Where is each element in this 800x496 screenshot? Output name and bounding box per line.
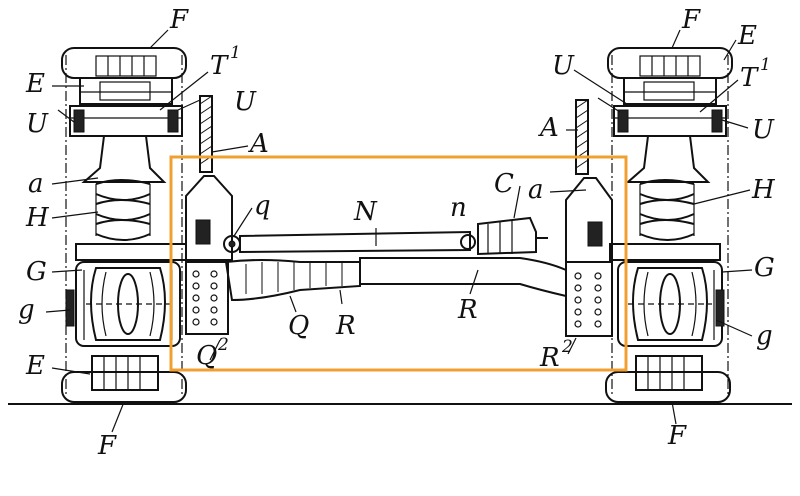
right-wheel-assembly: [597, 47, 749, 403]
connector-C: [460, 216, 548, 256]
label-U: U: [552, 51, 575, 81]
knuckle-left: [185, 175, 233, 261]
label-T1: T: [740, 63, 759, 93]
plate-A-right: [575, 99, 589, 175]
lower-tire-right: [605, 371, 731, 403]
pin-n: [460, 234, 476, 250]
label-U: U: [26, 109, 49, 139]
label-R: R: [335, 311, 356, 341]
label-A: A: [538, 113, 559, 143]
rivet-plate-left: [185, 261, 229, 335]
coil-spring-right: [639, 179, 695, 241]
label-R2-sup: 2: [561, 337, 573, 357]
label-F: F: [681, 5, 701, 35]
bolt-right-2: [711, 109, 723, 133]
label-T1: T: [210, 51, 229, 81]
upper-plate-left: [69, 105, 183, 137]
label-U: U: [234, 87, 257, 117]
label-Q2-sup: 2: [217, 335, 229, 355]
label-E: E: [25, 351, 45, 381]
stem-right: [625, 135, 711, 183]
label-q: q: [254, 191, 271, 221]
axle-beam-R: [359, 257, 567, 298]
label-H: H: [751, 175, 776, 205]
left-wheel-assembly: [57, 47, 201, 403]
label-T1-sup: 1: [230, 43, 241, 63]
stem-left: [81, 135, 167, 183]
label-T1-sup: 1: [760, 55, 771, 75]
label-G: G: [754, 253, 775, 283]
label-R2: R: [539, 343, 560, 373]
label-N: N: [353, 197, 378, 227]
label-n: n: [450, 193, 467, 223]
label-F: F: [667, 421, 687, 451]
label-G: G: [26, 257, 47, 287]
side-guard-right: [715, 289, 725, 327]
upper-hub-right: [623, 77, 717, 105]
upper-tire-left: [61, 47, 187, 79]
lower-housing-top-right: [609, 243, 721, 261]
label-U: U: [752, 115, 775, 145]
leader-lines: [45, 29, 753, 433]
label-a: a: [528, 175, 544, 205]
axle-sleeve-Q: [224, 259, 361, 302]
label-C: C: [494, 169, 514, 199]
lower-wheel-right: [628, 267, 712, 341]
label-g: g: [756, 321, 773, 351]
label-F: F: [97, 431, 117, 461]
label-A: A: [248, 129, 269, 159]
bolt-left-1: [73, 109, 85, 133]
coil-spring-left: [95, 179, 151, 241]
highlight-box: [169, 155, 628, 372]
label-a: a: [28, 169, 44, 199]
lower-wheel-left: [86, 267, 170, 341]
label-Q: Q: [288, 311, 309, 341]
label-E: E: [737, 21, 757, 51]
label-g: g: [18, 295, 35, 325]
label-R: R: [457, 295, 478, 325]
side-guard-left: [65, 289, 75, 327]
steering-rod-N: [239, 230, 471, 254]
upper-tire-right: [607, 47, 733, 79]
lower-housing-left: [75, 261, 181, 347]
lower-tire-left: [61, 371, 187, 403]
rivet-plate-right: [565, 261, 613, 337]
axle-center: [185, 95, 613, 361]
bolt-left-2: [167, 109, 179, 133]
label-F: F: [169, 5, 189, 35]
label-H: H: [25, 203, 50, 233]
label-E: E: [25, 69, 45, 99]
labels: F E T 1 U U a H G g E F A q N n C a Q R …: [18, 5, 776, 461]
bolt-right-1: [617, 109, 629, 133]
plate-A-left: [199, 95, 213, 173]
upper-hub-left: [79, 77, 173, 105]
label-Q2: Q: [196, 341, 217, 371]
upper-plate-right: [613, 105, 727, 137]
